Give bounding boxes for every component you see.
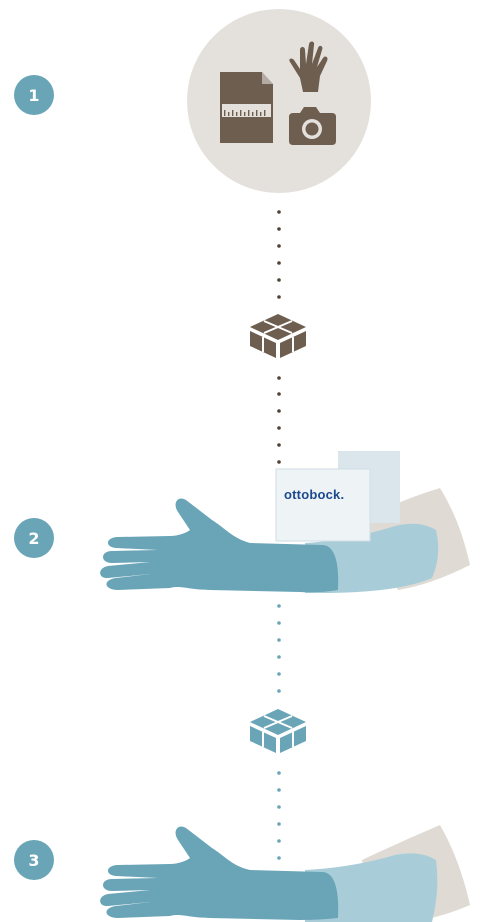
package-icon (250, 314, 306, 358)
connector-1-upper (277, 210, 281, 299)
measurement-document-icon (220, 72, 273, 143)
step-3-badge: 3 (14, 840, 54, 880)
step-1-illustration (187, 9, 371, 193)
camera-icon (289, 107, 336, 145)
document-card-front (275, 468, 371, 542)
step-2-illustration (100, 451, 470, 593)
connector-2-lower (277, 771, 281, 860)
hand-icon (289, 41, 328, 92)
teal-hand (100, 498, 339, 593)
connector-1-lower (277, 376, 281, 464)
package-icon (250, 709, 306, 753)
teal-hand (100, 826, 339, 920)
step-1-badge: 1 (14, 75, 54, 115)
step-2-badge: 2 (14, 518, 54, 558)
step-3-illustration (100, 825, 470, 922)
step-1-circle (187, 9, 371, 193)
ottobock-logo: ottobock. (284, 487, 345, 502)
connector-2-upper (277, 604, 281, 693)
